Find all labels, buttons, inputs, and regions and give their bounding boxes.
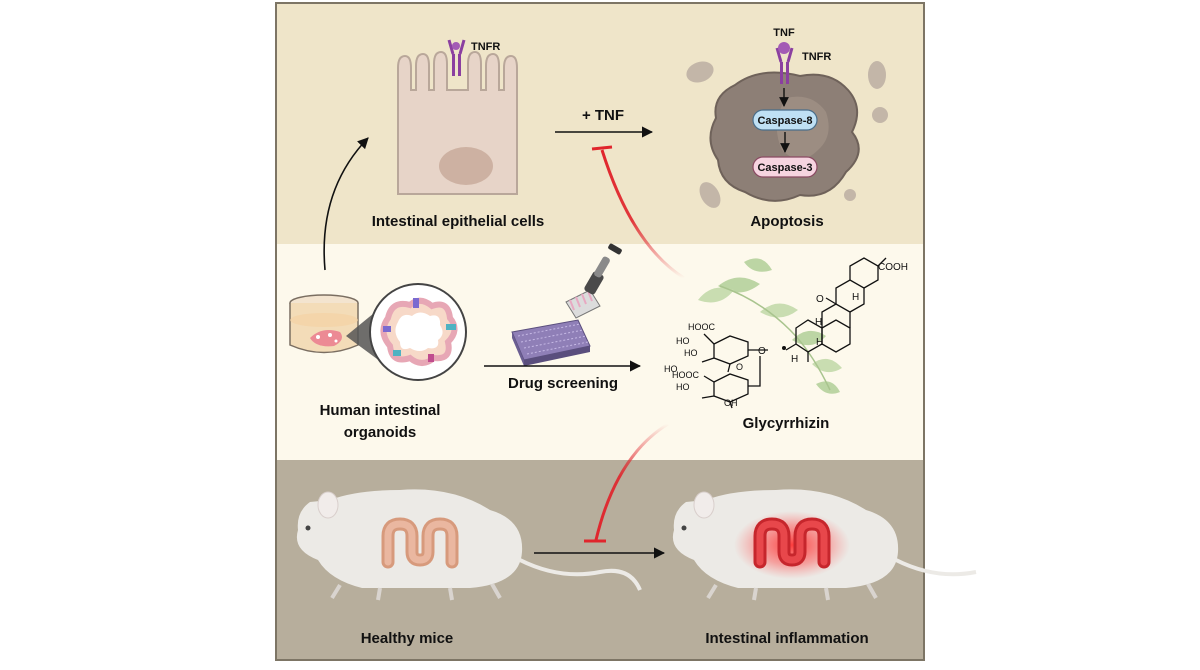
organoids-label-line1: Human intestinal bbox=[320, 402, 441, 419]
caspase3-box bbox=[752, 156, 818, 178]
h-label-1: H bbox=[852, 292, 859, 303]
cooh-label: COOH bbox=[878, 262, 908, 273]
molecule-bond-dot bbox=[782, 346, 786, 350]
figure-frame bbox=[275, 2, 925, 661]
tnf-treatment-label: + TNF bbox=[582, 107, 624, 124]
tnf-ligand-label: TNF bbox=[773, 27, 795, 39]
caspase8-label: Caspase-8 bbox=[757, 115, 812, 127]
leaf-icon bbox=[698, 258, 842, 394]
h-label-3: H bbox=[816, 337, 823, 348]
sugar2-ho2-label: HO bbox=[676, 382, 690, 392]
sugar1-hooc-label: HOOC bbox=[688, 322, 716, 332]
epithelial-cell-icon bbox=[397, 50, 518, 195]
organoid-icon bbox=[369, 283, 467, 381]
receptor-icon bbox=[447, 39, 466, 76]
inhibit-inflammation-line bbox=[594, 422, 669, 541]
apoptosis-label: Apoptosis bbox=[750, 213, 823, 230]
caspase8-box bbox=[752, 109, 818, 131]
caspase3-label: Caspase-3 bbox=[757, 162, 812, 174]
healthy-mice-label: Healthy mice bbox=[361, 630, 454, 647]
inhibit-apoptosis-bar bbox=[591, 145, 613, 151]
sugar-link-o-label: O bbox=[736, 362, 743, 372]
organoids-to-cells-arrow bbox=[323, 137, 369, 271]
pipette-icon bbox=[565, 243, 622, 319]
sugar2-oh-label: OH bbox=[724, 398, 738, 408]
nucleus-shape bbox=[439, 147, 493, 185]
drug-screening-label: Drug screening bbox=[508, 375, 618, 392]
apoptosis-receptor-label: TNFR bbox=[802, 51, 831, 63]
sugar1-ho2-label: HO bbox=[684, 348, 698, 358]
inhibit-apoptosis-line bbox=[600, 149, 685, 280]
well-plate-icon bbox=[511, 319, 591, 366]
compound-label: Glycyrrhizin bbox=[743, 415, 830, 432]
glycosidic-o-label: O bbox=[758, 346, 766, 357]
inflamed-intestine-icon bbox=[753, 517, 831, 569]
h-label-2: H bbox=[815, 317, 822, 328]
apoptosis-receptor-icon bbox=[775, 42, 794, 84]
ketone-o-label: O bbox=[816, 294, 824, 305]
molecule-icon bbox=[701, 257, 887, 409]
intestine-icon bbox=[381, 517, 459, 569]
inflammation-label: Intestinal inflammation bbox=[705, 630, 868, 647]
sugar2-hooc-label: HOOC bbox=[672, 370, 700, 380]
cell-receptor-label: TNFR bbox=[471, 41, 500, 53]
sugar1-ho-label: HO bbox=[676, 336, 690, 346]
epithelial-cell-label: Intestinal epithelial cells bbox=[372, 213, 545, 230]
organoids-label-line2: organoids bbox=[344, 424, 417, 441]
h-label-4: H bbox=[791, 354, 798, 365]
sugar2-ho-label: HO bbox=[664, 364, 678, 374]
